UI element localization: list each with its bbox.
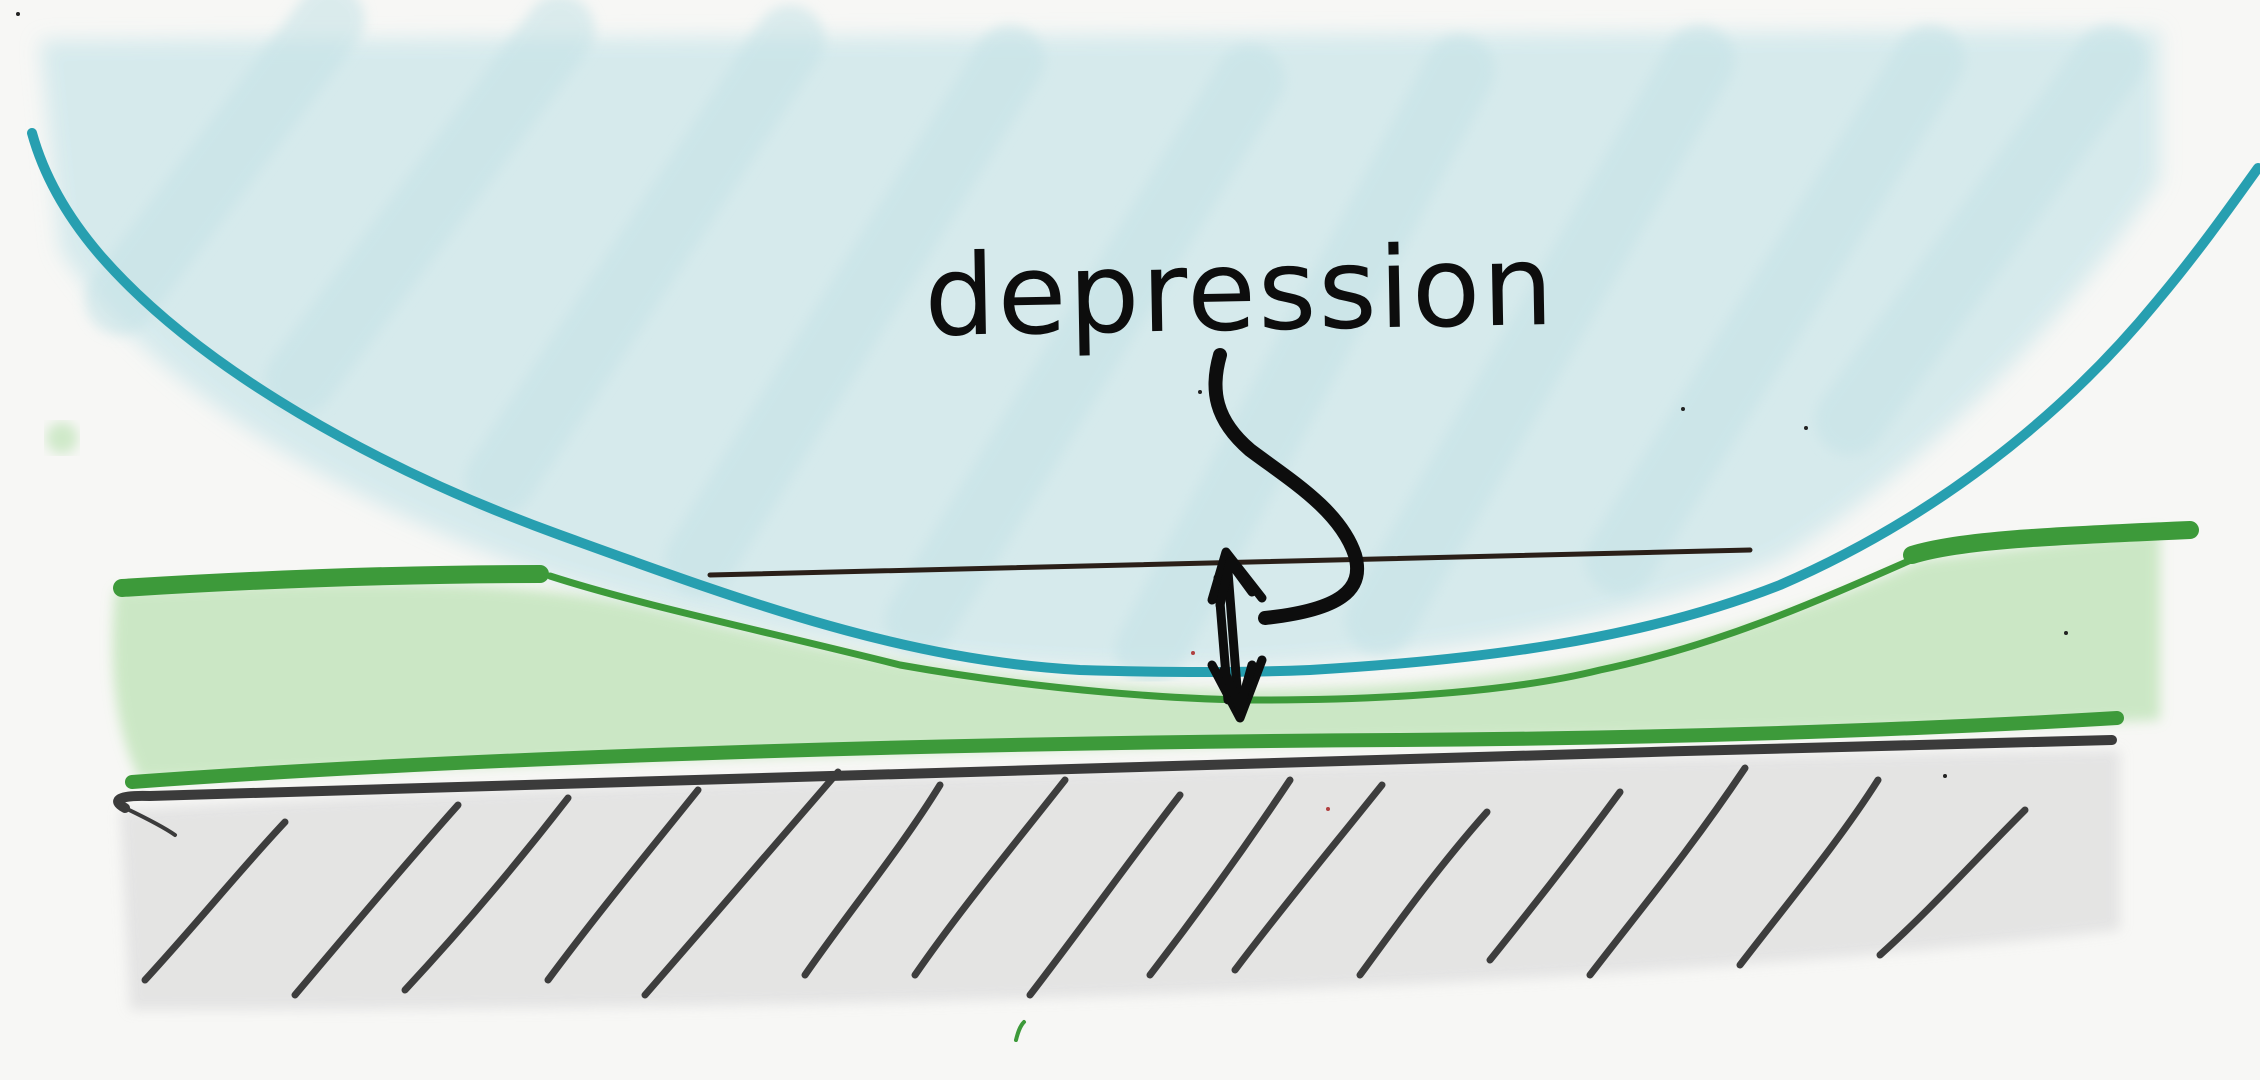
ground-line	[113, 735, 2117, 813]
depression-label: depression	[923, 221, 1556, 362]
bowl-hatch	[85, 0, 2145, 685]
ground-hatch	[141, 764, 2029, 999]
green-layer-bottom-line	[125, 711, 2124, 789]
green-layer-wash	[112, 530, 2160, 780]
red-speck	[1191, 651, 1195, 655]
green-layer-top-right	[1903, 521, 2199, 564]
label-leader	[1208, 348, 1365, 625]
green-dot	[46, 422, 78, 454]
green-layer-top-depressed	[546, 552, 1924, 704]
green-layer-top-left	[113, 565, 549, 597]
ground-line-end-hook	[123, 806, 177, 837]
reference-line	[707, 547, 1753, 578]
ink-specks	[16, 12, 2068, 778]
red-speck	[1326, 807, 1330, 811]
load-curve	[27, 128, 2260, 677]
green-mark	[1014, 1020, 1026, 1042]
depth-arrow	[1207, 547, 1267, 723]
